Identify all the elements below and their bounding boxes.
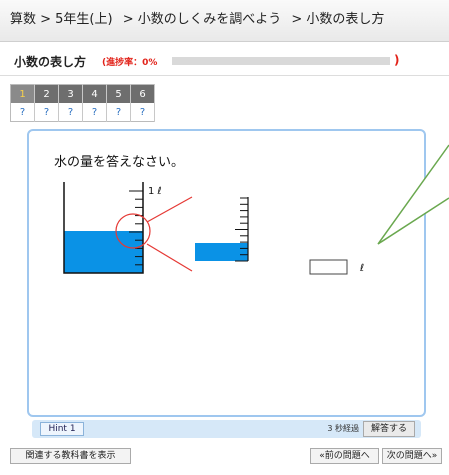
- zoom-line-bottom: [146, 243, 193, 272]
- answer-button[interactable]: 解答する: [363, 421, 415, 437]
- question-status-5: ?: [106, 103, 131, 122]
- show-textbook-button[interactable]: 関連する教科書を表示: [10, 448, 131, 464]
- scale-label: 1 ℓ: [148, 186, 162, 197]
- next-question-button[interactable]: 次の問題へ»: [382, 448, 442, 464]
- answer-input[interactable]: [309, 259, 348, 275]
- breadcrumb: 算数 > 5年生(上) > 小数のしくみを調べよう > 小数の表し方: [0, 0, 449, 42]
- prev-question-button[interactable]: «前の問題へ: [310, 448, 379, 464]
- magnified-scale-ticks: [235, 197, 248, 262]
- zoom-circle: [115, 213, 151, 249]
- beaker-outline: [63, 182, 144, 274]
- question-panel: 水の量を答えなさい。 1 ℓ ℓ: [27, 129, 426, 417]
- question-tab-5[interactable]: 5: [106, 84, 131, 103]
- question-tab-3[interactable]: 3: [58, 84, 83, 103]
- question-text: 水の量を答えなさい。: [54, 155, 185, 170]
- zoom-line-top: [146, 196, 193, 223]
- progress-header: 小数の表し方 (進捗率：0% ): [0, 47, 449, 76]
- page-title: 小数の表し方: [14, 55, 87, 69]
- progress-bar: [172, 57, 390, 65]
- magnified-scale: [195, 197, 249, 262]
- progress-label: (進捗率：0%: [102, 58, 158, 68]
- water-fill: [64, 231, 143, 273]
- breadcrumb-subject[interactable]: 算数 > 5年生(上): [10, 12, 113, 27]
- elapsed-time: 3 秒経過: [327, 424, 359, 433]
- progress-end: ): [394, 53, 400, 67]
- hint-button[interactable]: Hint 1: [40, 422, 84, 436]
- question-tab-6[interactable]: 6: [130, 84, 155, 103]
- breadcrumb-section: > 小数の表し方: [291, 12, 385, 27]
- question-tab-1[interactable]: 1: [10, 84, 35, 103]
- unit-label: ℓ: [360, 263, 364, 274]
- question-status-6: ?: [130, 103, 155, 122]
- beaker-scale-ticks: [129, 190, 143, 274]
- question-status-2: ?: [34, 103, 59, 122]
- large-beaker: 1 ℓ: [63, 182, 162, 274]
- question-navigator: 1 2 3 4 5 6 ? ? ? ? ? ?: [10, 84, 155, 122]
- question-tab-2[interactable]: 2: [34, 84, 59, 103]
- question-status-3: ?: [58, 103, 83, 122]
- magnified-water: [195, 243, 248, 261]
- question-footer: Hint 1 3 秒経過 解答する: [32, 420, 421, 438]
- question-tab-4[interactable]: 4: [82, 84, 107, 103]
- measuring-cup-figure: 1 ℓ ℓ: [63, 182, 364, 275]
- breadcrumb-chapter[interactable]: > 小数のしくみを調べよう: [122, 12, 282, 27]
- question-status-4: ?: [82, 103, 107, 122]
- question-status-1: ?: [10, 103, 35, 122]
